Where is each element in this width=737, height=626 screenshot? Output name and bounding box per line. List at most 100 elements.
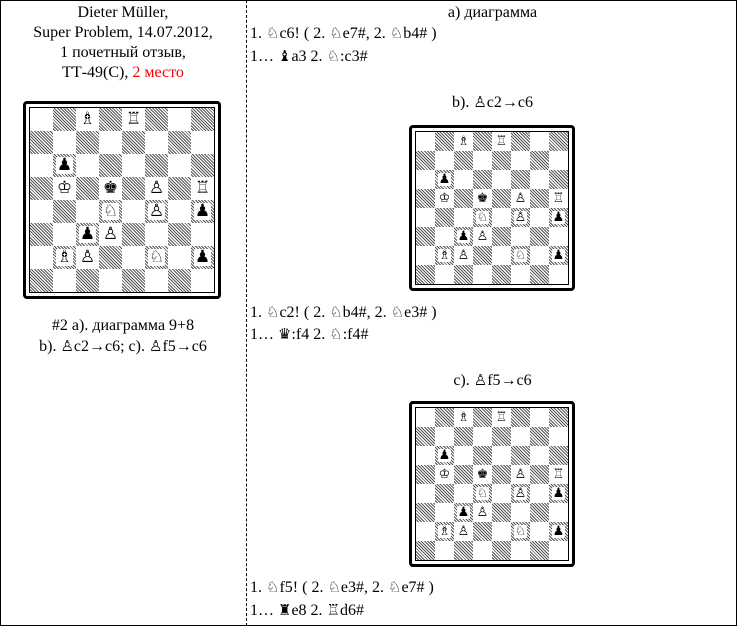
board-square bbox=[492, 522, 511, 541]
board-square bbox=[492, 446, 511, 465]
board-square bbox=[168, 108, 191, 131]
chess-piece-icon: ♗ bbox=[456, 410, 471, 425]
stipulation-line-2: b). ♙c2→c6; c). ♙f5→c6 bbox=[39, 337, 207, 355]
board-square bbox=[416, 151, 435, 170]
move-text: e8 2. bbox=[291, 602, 327, 619]
move-text: a3 2. bbox=[291, 48, 327, 65]
chess-piece-icon: ♟ bbox=[193, 247, 212, 267]
move-text: c6! ( 2. bbox=[279, 25, 330, 42]
board-square bbox=[122, 223, 145, 246]
board-square bbox=[122, 131, 145, 154]
stipulation-line-1: #2 а). диаграмма 9+8 bbox=[51, 317, 195, 334]
chess-piece-icon: ♚ bbox=[101, 178, 120, 198]
chess-piece-icon: ♙ bbox=[513, 191, 528, 206]
board-square bbox=[530, 522, 549, 541]
board-square bbox=[122, 269, 145, 292]
board-square: ♔ bbox=[53, 177, 76, 200]
board-square: ♟ bbox=[435, 170, 454, 189]
move-text: f5! ( 2. bbox=[279, 579, 328, 596]
author-line: Dieter Müller, bbox=[77, 4, 169, 21]
board-square bbox=[454, 151, 473, 170]
board-square bbox=[30, 200, 53, 223]
chess-piece-icon: ♟ bbox=[456, 505, 471, 520]
board-square: ♟ bbox=[53, 154, 76, 177]
board-square bbox=[454, 484, 473, 503]
board-square bbox=[454, 541, 473, 560]
board-square bbox=[511, 151, 530, 170]
award-line: 1 почетный отзыв, bbox=[60, 44, 186, 61]
board-square bbox=[473, 170, 492, 189]
board-square bbox=[492, 427, 511, 446]
board-square bbox=[530, 408, 549, 427]
board-square: ♙ bbox=[145, 200, 168, 223]
chess-piece-icon: ♟ bbox=[456, 229, 471, 244]
chess-piece-icon: ♙ bbox=[456, 248, 471, 263]
board-square bbox=[416, 227, 435, 246]
board-square bbox=[492, 246, 511, 265]
board-square: ♟ bbox=[76, 223, 99, 246]
board-square: ♖ bbox=[549, 189, 568, 208]
part-b-solution-key: 1. ♘c2! ( 2. ♘b4#, 2. ♘e3# ) bbox=[250, 302, 437, 323]
board-square bbox=[492, 265, 511, 284]
move-text: :f4# bbox=[342, 326, 369, 343]
board-square bbox=[473, 132, 492, 151]
white-pawn-icon: ♙ bbox=[473, 371, 488, 389]
board-square bbox=[530, 541, 549, 560]
chess-piece-icon: ♙ bbox=[456, 524, 471, 539]
board-square: ♙ bbox=[511, 484, 530, 503]
board-square bbox=[76, 131, 99, 154]
board-square bbox=[435, 132, 454, 151]
board-square bbox=[53, 200, 76, 223]
board-square bbox=[191, 108, 214, 131]
board-square bbox=[549, 265, 568, 284]
chess-piece-icon: ♙ bbox=[78, 247, 97, 267]
white-pawn-icon: ♙ bbox=[473, 93, 487, 111]
board-square: ♘ bbox=[99, 200, 122, 223]
chess-piece-icon: ♟ bbox=[551, 524, 566, 539]
board-square: ♘ bbox=[145, 246, 168, 269]
piece-icon: ♛ bbox=[278, 325, 292, 343]
diagram-main-grid: ♗♖♟♔♚♙♖♘♙♟♟♙♗♙♘♟ bbox=[29, 107, 215, 293]
piece-icon: ♖ bbox=[326, 601, 341, 619]
chess-piece-icon: ♙ bbox=[513, 467, 528, 482]
board-square: ♔ bbox=[435, 189, 454, 208]
chess-piece-icon: ♘ bbox=[101, 201, 120, 221]
column-divider bbox=[246, 0, 247, 626]
board-square: ♟ bbox=[191, 200, 214, 223]
board-square bbox=[435, 541, 454, 560]
board-square bbox=[473, 522, 492, 541]
board-square bbox=[191, 131, 214, 154]
board-square bbox=[191, 154, 214, 177]
board-square bbox=[530, 170, 549, 189]
board-square: ♚ bbox=[473, 465, 492, 484]
board-square bbox=[76, 269, 99, 292]
board-square bbox=[473, 427, 492, 446]
board-square bbox=[473, 446, 492, 465]
chess-piece-icon: ♟ bbox=[551, 486, 566, 501]
chess-piece-icon: ♙ bbox=[147, 178, 166, 198]
chess-piece-icon: ♘ bbox=[475, 486, 490, 501]
board-square bbox=[473, 265, 492, 284]
part-a-solution-key: 1. ♘c6! ( 2. ♘e7#, 2. ♘b4# ) bbox=[250, 23, 437, 44]
board-square bbox=[473, 151, 492, 170]
board-square bbox=[454, 446, 473, 465]
board-square bbox=[549, 446, 568, 465]
board-square: ♟ bbox=[191, 246, 214, 269]
piece-icon: ♘ bbox=[266, 578, 280, 596]
board-square bbox=[492, 484, 511, 503]
chess-piece-icon: ♙ bbox=[513, 486, 528, 501]
chess-piece-icon: ♖ bbox=[193, 178, 212, 198]
board-square bbox=[530, 189, 549, 208]
diagram-c: ♗♖♟♔♚♙♖♘♙♟♟♙♗♙♘♟ bbox=[409, 401, 575, 567]
board-square: ♙ bbox=[511, 465, 530, 484]
chess-piece-icon: ♖ bbox=[494, 134, 509, 149]
board-square: ♘ bbox=[473, 208, 492, 227]
board-square bbox=[168, 131, 191, 154]
board-square bbox=[492, 503, 511, 522]
board-square bbox=[53, 108, 76, 131]
board-square bbox=[511, 427, 530, 446]
board-square: ♟ bbox=[549, 484, 568, 503]
board-square bbox=[492, 151, 511, 170]
board-square bbox=[492, 208, 511, 227]
move-text: e7# ) bbox=[401, 579, 434, 596]
